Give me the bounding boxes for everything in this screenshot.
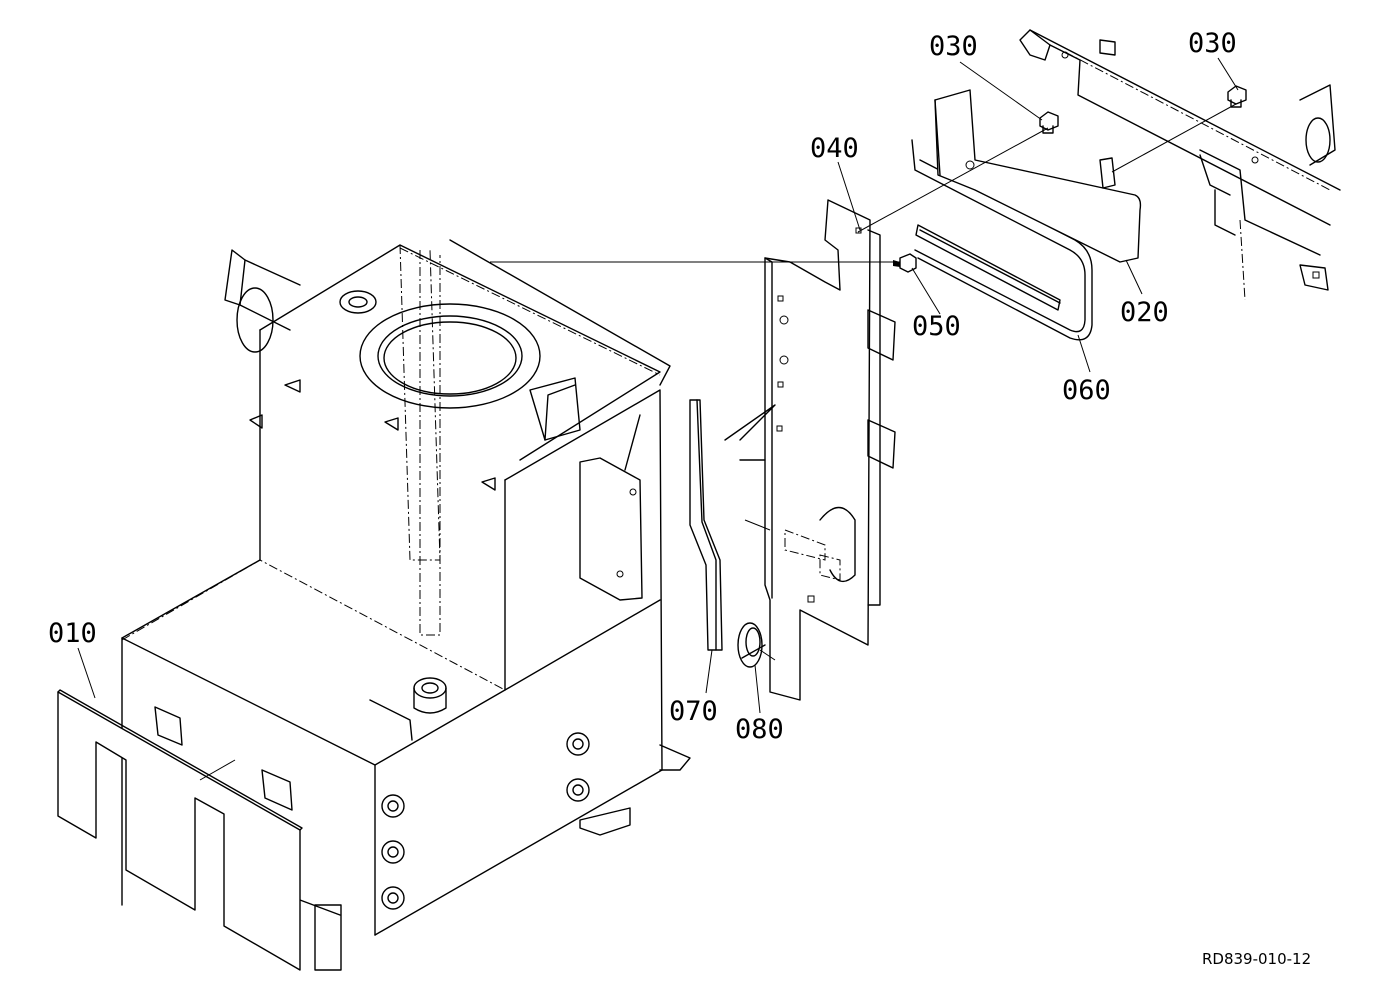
drawing-code: RD839-010-12 (1202, 950, 1311, 968)
assembly-lines (490, 103, 1237, 661)
part-label-060: 060 (1062, 375, 1111, 406)
part-020-cover (934, 89, 1142, 263)
part-label-040: 040 (810, 133, 859, 164)
part-label-030-left: 030 (929, 31, 978, 62)
part-label-010: 010 (48, 618, 97, 649)
part-080-grommet (737, 622, 766, 668)
part-070-seal-strip (689, 399, 723, 651)
part-040-side-panel (724, 199, 896, 701)
frame-structure (1019, 29, 1341, 301)
leader-lines (77, 57, 1239, 714)
part-label-080: 080 (735, 714, 784, 745)
bolt-030-left (1039, 111, 1059, 134)
fitting-group (381, 732, 590, 910)
part-label-020: 020 (1120, 297, 1169, 328)
part-060-gasket (911, 139, 1093, 341)
part-label-030-right: 030 (1188, 28, 1237, 59)
part-label-070: 070 (669, 696, 718, 727)
tank-body (121, 239, 691, 971)
part-010-comb-plate (57, 689, 303, 971)
part-label-050: 050 (912, 311, 961, 342)
